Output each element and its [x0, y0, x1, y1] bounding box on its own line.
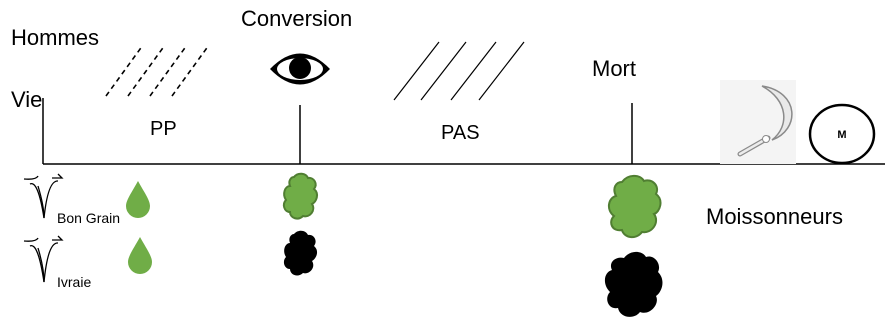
wheat-plant-icon	[608, 174, 662, 238]
mort-label: Mort	[592, 56, 636, 81]
vie-label: Vie	[11, 87, 43, 112]
sickle-icon	[720, 80, 796, 164]
tare-plant-icon	[283, 230, 318, 276]
pp-label: PP	[150, 118, 177, 140]
moissonneurs-label: Moissonneurs	[706, 204, 843, 229]
water-drop-icon	[128, 237, 152, 274]
eye-icon	[270, 53, 330, 85]
bon-grain-label: Bon Grain	[57, 210, 121, 226]
seed-icon	[23, 235, 64, 283]
m-circle-label: M	[837, 129, 846, 141]
ivraie-label: Ivraie	[57, 274, 92, 290]
tare-plant-icon	[604, 251, 663, 317]
m-circle	[808, 103, 876, 165]
wheat-plant-icon	[282, 172, 319, 220]
dashed-rain-icon	[105, 44, 210, 97]
water-drop-icon	[126, 181, 150, 218]
hommes-label: Hommes	[11, 25, 100, 50]
solid-rain-icon	[393, 41, 525, 101]
seed-icon	[23, 173, 64, 219]
pas-label: PAS	[441, 122, 480, 144]
conversion-label: Conversion	[241, 6, 353, 31]
